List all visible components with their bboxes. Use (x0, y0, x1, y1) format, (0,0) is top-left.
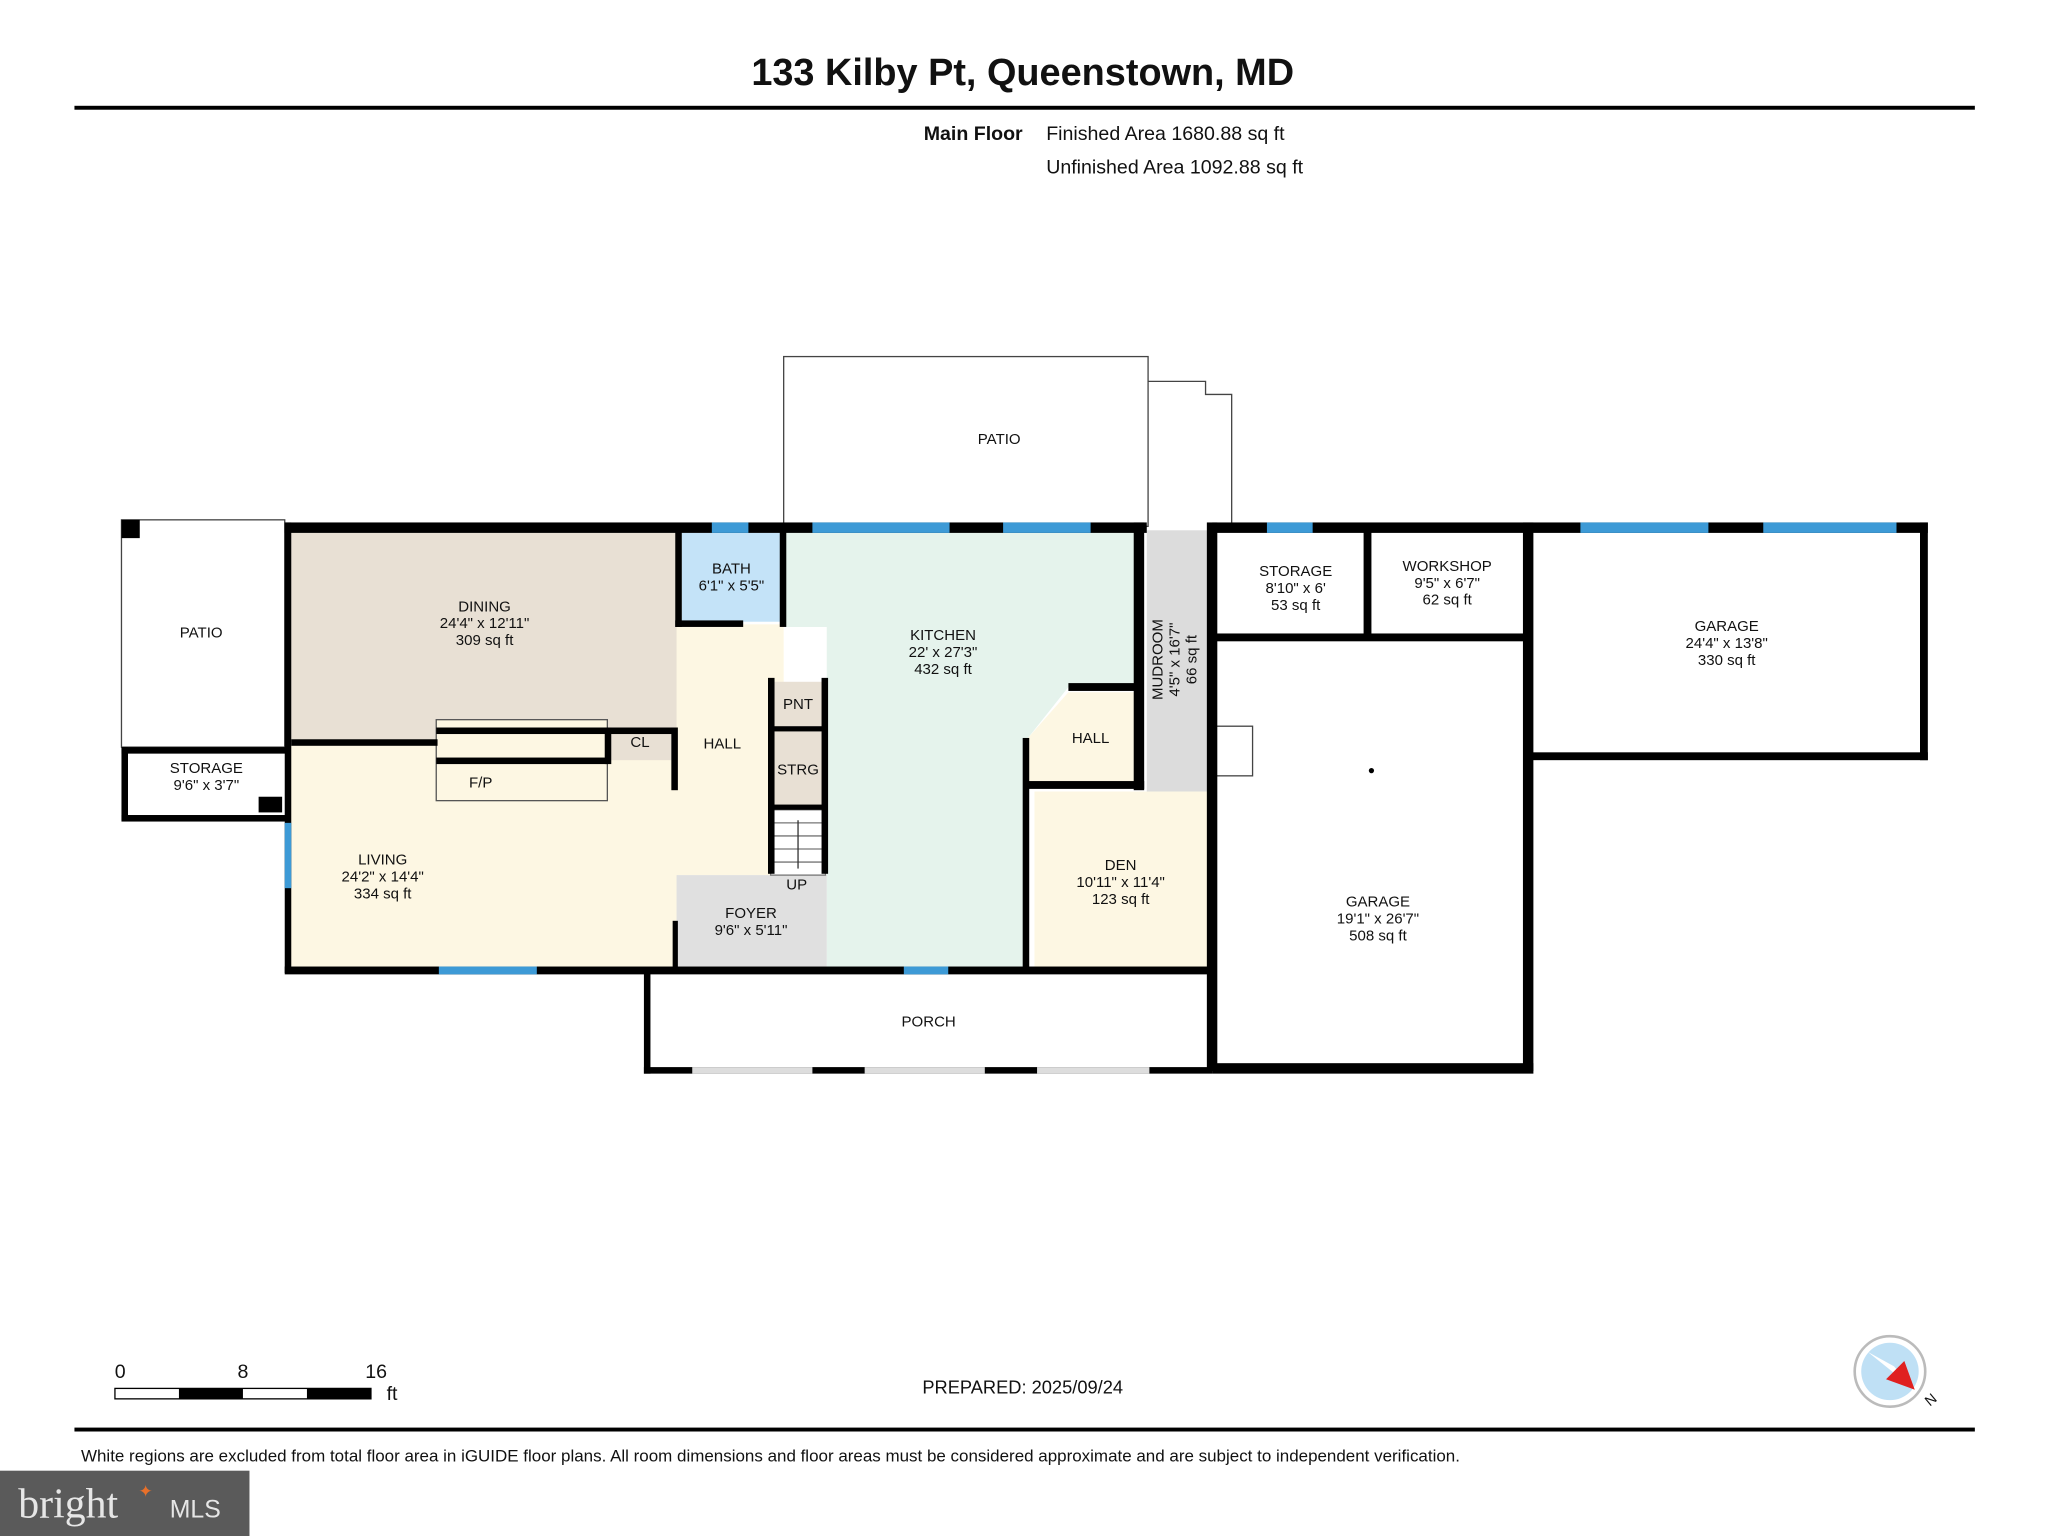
label-pantry: PNT (783, 696, 813, 713)
hall2-room (1027, 692, 1137, 784)
text-line: 19'1" x 26'7" (1337, 910, 1419, 927)
strg-closet (773, 731, 826, 808)
text-line: 62 sq ft (1423, 592, 1473, 609)
text-line: 24'4" x 12'11" (440, 615, 530, 632)
text-line: 53 sq ft (1271, 597, 1321, 614)
text-line: MUDROOM (1149, 619, 1166, 700)
text-line: DEN (1105, 857, 1137, 874)
text-line: 10'11" x 11'4" (1076, 874, 1164, 891)
floor-marker (1368, 768, 1375, 774)
unfinished-area: Unfinished Area 1092.88 sq ft (1046, 157, 1303, 179)
text-line: 22' x 27'3" (909, 644, 978, 661)
prepared-date: PREPARED: 2025/09/24 (922, 1377, 1123, 1398)
pantry-closet (773, 681, 826, 727)
text-line: bright (18, 1482, 118, 1528)
windows (284, 522, 1897, 1074)
text-line: STORAGE (1259, 563, 1332, 580)
text-line: DINING (458, 598, 511, 615)
text-line: 123 sq ft (1092, 891, 1150, 908)
label-strg: STRG (777, 762, 819, 779)
den-room (1034, 791, 1209, 971)
text-line: KITCHEN (910, 627, 976, 644)
kitchen-room (783, 532, 1137, 967)
text-line: 432 sq ft (914, 661, 972, 678)
foyer-room (676, 875, 827, 967)
text-line: FOYER (725, 905, 777, 922)
text-line: 24'2" x 14'4" (342, 869, 424, 886)
label-hall2: HALL (1072, 730, 1110, 747)
room-label: PATIO (978, 431, 1021, 448)
finished-area: Finished Area 1680.88 sq ft (1046, 123, 1285, 145)
text-line: WORKSHOP (1403, 558, 1492, 575)
patio-left: PATIO (120, 519, 286, 748)
text-line: 24'4" x 13'8" (1686, 635, 1768, 652)
footer-rule (74, 1427, 1975, 1432)
text-line: 330 sq ft (1698, 652, 1756, 669)
scale-bar: 0 8 16 ft (114, 1361, 398, 1405)
text-line: 309 sq ft (456, 632, 514, 649)
label-stairs-up: UP (786, 876, 807, 893)
text-line: STORAGE (170, 760, 243, 777)
text-line: 8'10" x 6' (1266, 580, 1326, 597)
stairs (769, 809, 827, 876)
floor-label: Main Floor (924, 123, 1023, 145)
text-line: 0 (115, 1361, 126, 1383)
mudroom-room (1146, 530, 1213, 792)
text-line: BATH (712, 560, 751, 577)
text-line: 16 (365, 1361, 387, 1383)
text-line: 9'5" x 6'7" (1414, 575, 1480, 592)
label-porch: PORCH (902, 1014, 956, 1031)
hall-area (676, 624, 784, 876)
text-line: 6'1" x 5'5" (699, 577, 765, 594)
text-line: LIVING (358, 852, 407, 869)
text-line: GARAGE (1346, 893, 1410, 910)
label-fireplace: F/P (469, 775, 492, 792)
patio-top: PATIO (783, 355, 1233, 528)
header-rule (74, 105, 1975, 110)
dining-room (289, 532, 678, 742)
bright-mls-logo: bright ✦ MLS (0, 1470, 250, 1536)
label-hall: HALL (704, 735, 742, 752)
text-line: ft (387, 1383, 398, 1405)
page-title: 133 Kilby Pt, Queenstown, MD (751, 52, 1294, 94)
text-line: GARAGE (1695, 618, 1759, 635)
disclaimer: White regions are excluded from total fl… (81, 1447, 1460, 1466)
compass-icon: N (1853, 1334, 1940, 1410)
text-line: N (1922, 1391, 1940, 1410)
garage-step (1212, 725, 1254, 777)
text-line: MLS (170, 1497, 221, 1524)
text-line: 9'6" x 3'7" (174, 777, 240, 794)
label-closet: CL (630, 734, 649, 751)
text-line: 508 sq ft (1349, 927, 1407, 944)
bath-room (681, 532, 782, 622)
text-line: 4'5" x 16'7" (1166, 623, 1183, 697)
text-line: 8 (237, 1361, 248, 1383)
room-label: PATIO (180, 624, 223, 641)
text-line: 334 sq ft (354, 886, 412, 903)
text-line: ✦ (138, 1482, 152, 1501)
text-line: 66 sq ft (1183, 634, 1200, 684)
text-line: 9'6" x 5'11" (715, 922, 788, 939)
